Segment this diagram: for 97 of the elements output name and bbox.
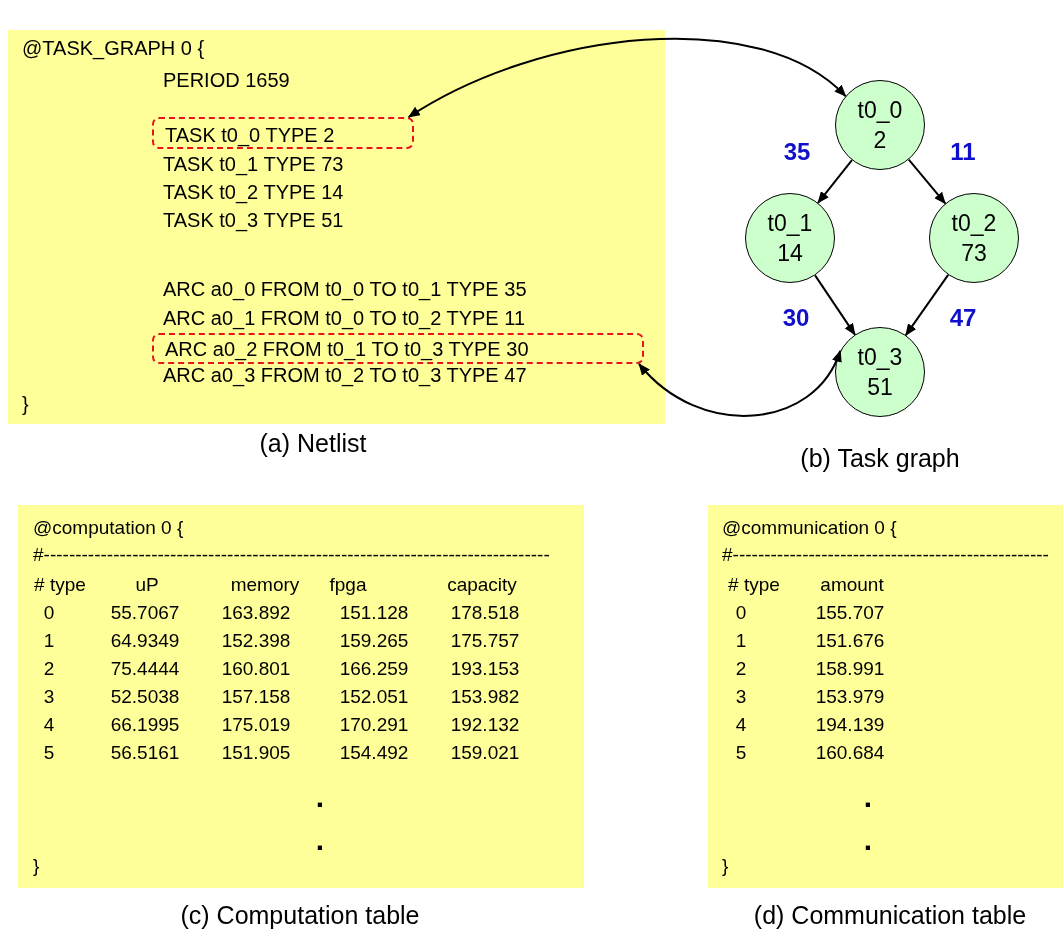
code-line: @computation 0 { xyxy=(33,517,184,539)
table-cell: 0 xyxy=(735,602,747,624)
arrow xyxy=(817,159,853,204)
table-cell: 153.979 xyxy=(815,686,885,708)
code-line: ARC a0_0 FROM t0_0 TO t0_1 TYPE 35 xyxy=(163,277,527,301)
figure-caption: (b) Task graph xyxy=(800,443,960,473)
table-cell: 152.398 xyxy=(221,630,291,652)
edge-label: 30 xyxy=(782,304,810,332)
node-text: t0_0 xyxy=(857,96,903,125)
table-cell: 158.991 xyxy=(815,658,885,680)
arrow xyxy=(907,158,947,205)
code-line: TASK t0_1 TYPE 73 xyxy=(163,152,344,176)
table-cell: 157.158 xyxy=(221,686,291,708)
table-cell: 1 xyxy=(735,630,747,652)
table-cell: 2 xyxy=(735,658,747,680)
curved-arrow xyxy=(638,349,842,417)
table-cell: 75.4444 xyxy=(110,658,180,680)
table-cell: 178.518 xyxy=(450,602,520,624)
node-text: t0_1 xyxy=(767,209,813,238)
ellipsis-dot: . xyxy=(315,780,325,814)
code-line: #-------------------------------------------------------------------------------- xyxy=(33,544,550,566)
node-text: 14 xyxy=(777,239,803,268)
node-text: t0_3 xyxy=(857,343,903,372)
table-panel xyxy=(708,505,1063,888)
table-cell: 154.492 xyxy=(339,742,409,764)
table-cell: 166.259 xyxy=(339,658,409,680)
table-cell: 163.892 xyxy=(221,602,291,624)
table-cell: 4 xyxy=(735,714,747,736)
column-header: # type xyxy=(728,574,780,596)
table-cell: 153.982 xyxy=(450,686,520,708)
table-cell: 52.5038 xyxy=(110,686,180,708)
table-cell: 66.1995 xyxy=(110,714,180,736)
table-cell: 193.153 xyxy=(450,658,520,680)
code-line: TASK t0_2 TYPE 14 xyxy=(163,180,344,204)
arrow xyxy=(904,273,950,337)
table-cell: 160.684 xyxy=(815,742,885,764)
code-line: TASK t0_3 TYPE 51 xyxy=(163,208,344,232)
code-line: PERIOD 1659 xyxy=(163,68,290,92)
node-text: 51 xyxy=(867,373,893,402)
table-cell: 0 xyxy=(43,602,55,624)
code-line: @communication 0 { xyxy=(722,517,897,539)
code-line: ARC a0_3 FROM t0_2 TO t0_3 TYPE 47 xyxy=(163,363,527,387)
edge-label: 35 xyxy=(783,138,811,166)
figure-caption: (c) Computation table xyxy=(180,900,420,930)
column-header: amount xyxy=(820,574,884,596)
column-header: fpga xyxy=(329,574,367,596)
code-line: } xyxy=(722,855,729,877)
ellipsis-dot: . xyxy=(863,780,873,814)
code-line: ARC a0_2 FROM t0_1 TO t0_3 TYPE 30 xyxy=(165,337,529,361)
table-cell: 159.265 xyxy=(339,630,409,652)
code-line: @TASK_GRAPH 0 { xyxy=(22,36,205,60)
edge-label: 47 xyxy=(949,304,977,332)
table-cell: 194.139 xyxy=(815,714,885,736)
arrow xyxy=(814,274,856,336)
table-cell: 159.021 xyxy=(450,742,520,764)
table-cell: 151.905 xyxy=(221,742,291,764)
table-cell: 64.9349 xyxy=(110,630,180,652)
code-line: ARC a0_1 FROM t0_0 TO t0_2 TYPE 11 xyxy=(163,306,526,330)
table-cell: 155.707 xyxy=(815,602,885,624)
table-cell: 151.676 xyxy=(815,630,885,652)
column-header: capacity xyxy=(447,574,517,596)
column-header: uP xyxy=(135,574,159,596)
code-line: #-------------------------------------------------- xyxy=(722,544,1049,566)
column-header: memory xyxy=(230,574,300,596)
edge-label: 11 xyxy=(950,138,976,166)
code-line: } xyxy=(22,392,29,416)
table-cell: 2 xyxy=(43,658,55,680)
code-line: TASK t0_0 TYPE 2 xyxy=(165,123,335,147)
highlight-box xyxy=(152,117,414,149)
node-text: 2 xyxy=(873,126,887,155)
table-cell: 1 xyxy=(43,630,55,652)
table-cell: 160.801 xyxy=(221,658,291,680)
table-cell: 3 xyxy=(43,686,55,708)
curved-arrow xyxy=(407,37,847,118)
table-cell: 55.7067 xyxy=(110,602,180,624)
ellipsis-dot: . xyxy=(315,823,325,857)
node-text: 73 xyxy=(961,239,987,268)
code-panel xyxy=(8,30,665,424)
table-cell: 5 xyxy=(735,742,747,764)
table-cell: 4 xyxy=(43,714,55,736)
ellipsis-dot: . xyxy=(863,823,873,857)
table-cell: 175.019 xyxy=(221,714,291,736)
table-cell: 3 xyxy=(735,686,747,708)
table-cell: 5 xyxy=(43,742,55,764)
highlight-box xyxy=(152,333,644,364)
table-cell: 151.128 xyxy=(339,602,409,624)
node-text: t0_2 xyxy=(951,209,997,238)
table-cell: 56.5161 xyxy=(110,742,180,764)
table-cell: 192.132 xyxy=(450,714,520,736)
code-line: } xyxy=(33,855,40,877)
table-cell: 152.051 xyxy=(339,686,409,708)
table-cell: 170.291 xyxy=(339,714,409,736)
figure-caption: (a) Netlist xyxy=(259,428,367,458)
table-cell: 175.757 xyxy=(450,630,520,652)
column-header: # type xyxy=(34,574,86,596)
table-panel xyxy=(18,505,584,888)
figure-caption: (d) Communication table xyxy=(753,900,1027,930)
